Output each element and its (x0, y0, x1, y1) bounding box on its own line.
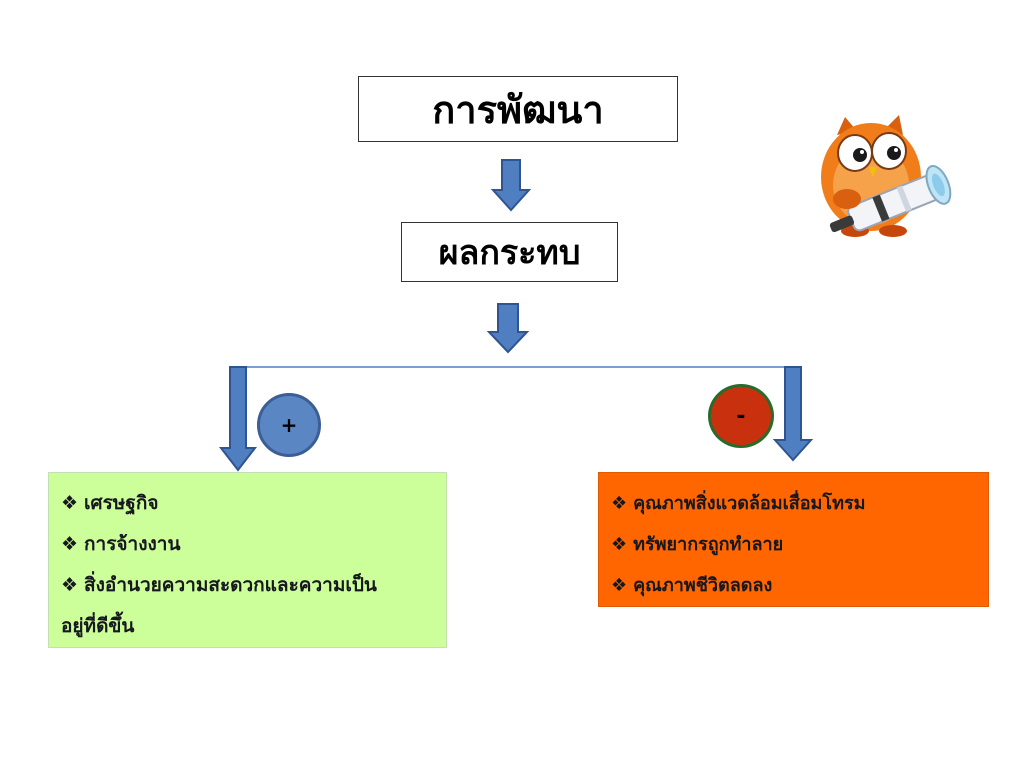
development-title-box: การพัฒนา (358, 76, 678, 142)
arrow-down-1 (490, 159, 532, 212)
positive-item-label: เศรษฐกิจ (84, 492, 159, 514)
arrow-down-2 (486, 303, 530, 354)
arrow-down-positive (218, 366, 258, 472)
negative-impacts-box: ❖คุณภาพสิ่งแวดล้อมเสื่อมโทรม ❖ทรัพยากรถู… (598, 472, 989, 607)
diamond-bullet-icon: ❖ (611, 534, 628, 555)
arrow-down-negative (772, 366, 814, 462)
list-item: ❖คุณภาพสิ่งแวดล้อมเสื่อมโทรม (611, 483, 982, 524)
positive-symbol: + (280, 413, 298, 437)
list-item: ❖สิ่งอำนวยความสะดวกและความเป็นอยู่ที่ดีข… (49, 565, 391, 647)
positive-item-label: การจ้างงาน (84, 533, 181, 555)
diamond-bullet-icon: ❖ (61, 492, 79, 514)
negative-item-label: ทรัพยากรถูกทำลาย (633, 534, 784, 555)
owl-with-telescope-icon (821, 115, 952, 237)
development-title: การพัฒนา (432, 87, 604, 132)
negative-symbol: - (736, 403, 746, 429)
positive-item-label: สิ่งอำนวยความสะดวกและความเป็นอยู่ที่ดีขึ… (61, 574, 377, 637)
diamond-bullet-icon: ❖ (611, 575, 628, 596)
impact-box: ผลกระทบ (401, 222, 618, 282)
negative-circle: - (708, 384, 774, 448)
impact-label: ผลกระทบ (438, 233, 581, 273)
list-item: ❖เศรษฐกิจ (61, 483, 436, 524)
diamond-bullet-icon: ❖ (611, 493, 628, 514)
positive-impacts-box: ❖เศรษฐกิจ ❖การจ้างงาน ❖สิ่งอำนวยความสะดว… (48, 472, 447, 648)
diamond-bullet-icon: ❖ (61, 574, 79, 596)
list-item: ❖คุณภาพชีวิตลดลง (611, 565, 982, 606)
negative-item-label: คุณภาพชีวิตลดลง (633, 575, 773, 596)
diamond-bullet-icon: ❖ (61, 533, 79, 555)
positive-circle: + (257, 393, 321, 457)
negative-item-label: คุณภาพสิ่งแวดล้อมเสื่อมโทรม (633, 493, 866, 514)
list-item: ❖ทรัพยากรถูกทำลาย (611, 524, 982, 565)
list-item: ❖การจ้างงาน (61, 524, 436, 565)
